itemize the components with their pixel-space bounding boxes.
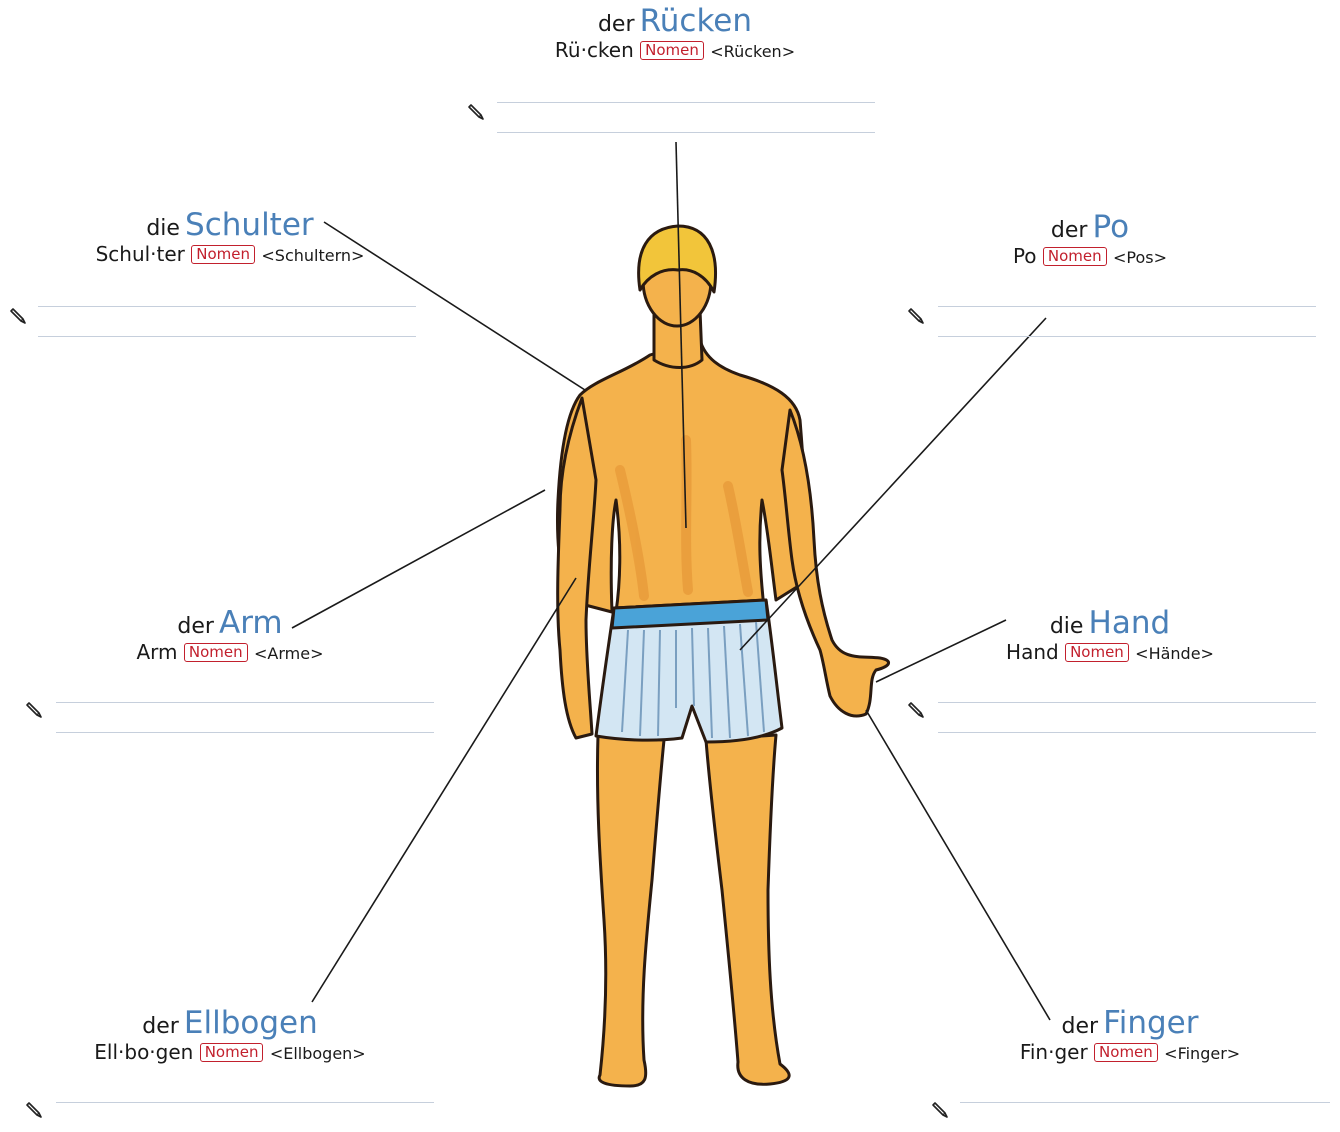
label-hand: die Hand Hand Nomen <Hände>: [980, 608, 1240, 664]
writing-lines-finger[interactable]: [960, 1102, 1330, 1130]
pencil-icon: [466, 102, 488, 124]
label-schulter: die Schulter Schul·ter Nomen <Schultern>: [40, 210, 420, 266]
article: der: [598, 12, 635, 37]
article: der: [177, 614, 214, 639]
label-po: der Po Po Nomen <Pos>: [940, 212, 1240, 268]
plural: <Ellbogen>: [270, 1044, 366, 1063]
headword: Hand: [1089, 605, 1171, 641]
article: die: [1050, 614, 1084, 639]
plural: <Arme>: [254, 644, 323, 663]
pos-badge: Nomen: [191, 245, 255, 264]
syllables: Ell·bo·gen: [94, 1040, 193, 1064]
pencil-icon: [906, 700, 928, 722]
pos-badge: Nomen: [200, 1043, 264, 1062]
leader-po: [740, 318, 1046, 650]
pos-badge: Nomen: [1065, 643, 1129, 662]
pos-badge: Nomen: [1043, 247, 1107, 266]
article: der: [1062, 1014, 1099, 1039]
syllables: Fin·ger: [1020, 1040, 1088, 1064]
headword: Rücken: [640, 3, 752, 39]
writing-lines-po[interactable]: [938, 306, 1316, 338]
plural: <Schultern>: [261, 246, 364, 265]
writing-lines-ruecken[interactable]: [497, 102, 875, 134]
writing-lines-ellbogen[interactable]: [56, 1102, 434, 1130]
syllables: Hand: [1006, 640, 1059, 664]
label-arm: der Arm Arm Nomen <Arme>: [110, 608, 350, 664]
syllables: Arm: [137, 640, 178, 664]
article: der: [142, 1014, 179, 1039]
headword: Ellbogen: [184, 1005, 318, 1041]
syllables: Po: [1013, 244, 1037, 268]
leader-ellbogen: [312, 578, 576, 1002]
pencil-icon: [906, 306, 928, 328]
headword: Po: [1093, 209, 1130, 245]
pencil-icon: [8, 306, 30, 328]
pos-badge: Nomen: [1094, 1043, 1158, 1062]
writing-lines-schulter[interactable]: [38, 306, 416, 338]
pos-badge: Nomen: [640, 41, 704, 60]
pencil-icon: [24, 1100, 46, 1122]
article: der: [1051, 218, 1088, 243]
writing-lines-arm[interactable]: [56, 702, 434, 734]
pos-badge: Nomen: [184, 643, 248, 662]
headword: Finger: [1103, 1005, 1198, 1041]
headword: Arm: [219, 605, 283, 641]
plural: <Finger>: [1164, 1044, 1240, 1063]
writing-lines-hand[interactable]: [938, 702, 1316, 734]
syllables: Rü·cken: [555, 38, 634, 62]
pencil-icon: [930, 1100, 952, 1122]
headword: Schulter: [185, 207, 314, 243]
plural: <Rücken>: [710, 42, 795, 61]
label-ruecken: der Rücken Rü·cken Nomen <Rücken>: [490, 6, 860, 62]
syllables: Schul·ter: [96, 242, 185, 266]
label-ellbogen: der Ellbogen Ell·bo·gen Nomen <Ellbogen>: [70, 1008, 390, 1064]
article: die: [146, 216, 180, 241]
pencil-icon: [24, 700, 46, 722]
plural: <Hände>: [1135, 644, 1214, 663]
label-finger: der Finger Fin·ger Nomen <Finger>: [990, 1008, 1270, 1064]
plural: <Pos>: [1113, 248, 1167, 267]
leader-ruecken: [676, 142, 686, 528]
leader-finger: [866, 710, 1050, 1020]
